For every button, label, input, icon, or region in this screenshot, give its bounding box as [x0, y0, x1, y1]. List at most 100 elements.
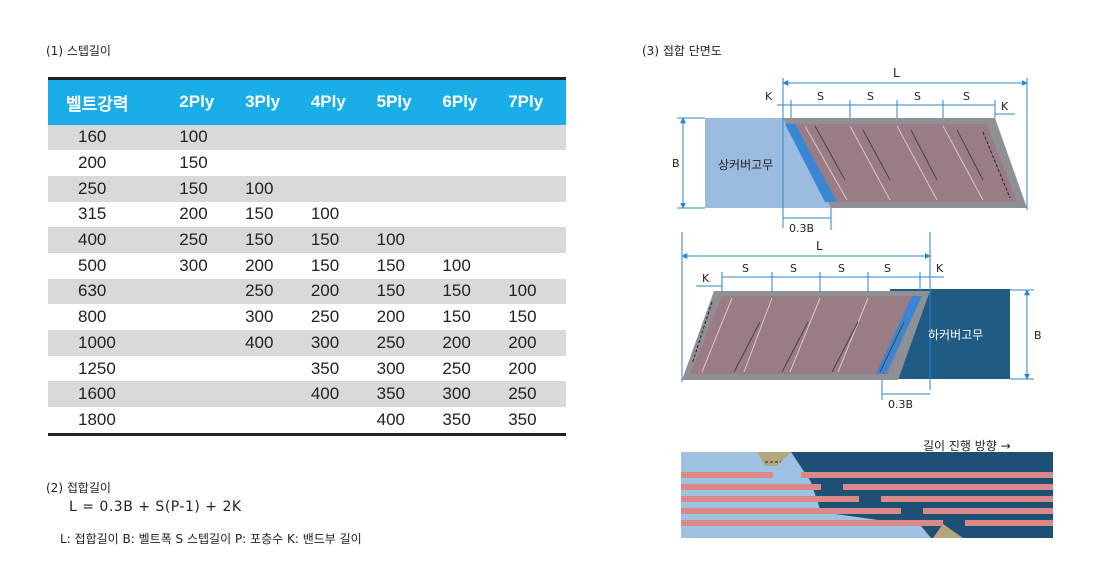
table-cell: 1250: [78, 358, 116, 378]
table-cell: [302, 407, 369, 436]
table-cell: [369, 202, 435, 228]
section2-title: (2) 접합길이: [46, 481, 111, 495]
table-cell: 100: [245, 178, 274, 198]
table-cell: 250: [508, 384, 537, 404]
table-cell: 250: [245, 281, 274, 301]
table-cell: 100: [508, 281, 537, 301]
table-cell: 160: [78, 127, 107, 147]
table-cell: 1800: [48, 407, 172, 436]
top-S-label-1: S: [817, 90, 824, 103]
table-cell: 1000: [78, 332, 116, 352]
table-cell: 150: [310, 255, 340, 275]
table-cell: 300: [442, 384, 471, 404]
top-S-label-3: S: [914, 90, 921, 103]
table-cell: 300: [376, 358, 405, 378]
lower-cover-label: 하커버고무: [928, 328, 983, 342]
table-cell: [237, 407, 303, 436]
step-lines: [804, 125, 984, 201]
table-cell: [303, 150, 369, 176]
table-cell: [434, 125, 500, 151]
direction-label: 길이 진행 방향 →: [923, 439, 1011, 453]
table-cell: [171, 279, 237, 305]
table-cell: 150: [376, 281, 405, 301]
table-cell: 350: [500, 407, 566, 436]
table-cell: 350: [376, 384, 405, 404]
table-cell: 200: [376, 307, 405, 327]
table-cell: [500, 125, 566, 151]
table-cell: [171, 407, 238, 436]
table-cell: 400: [245, 332, 274, 352]
ply-body: [791, 124, 1017, 202]
table-cell: 315: [78, 204, 107, 224]
table-cell: 350: [310, 358, 340, 378]
lower-step-lines: [701, 297, 869, 373]
table-cell: 100: [442, 255, 471, 275]
blue-rubber-strip: [785, 124, 837, 202]
table-cell: [434, 227, 500, 253]
lower-splice-diagram: L S S S S K K B 하커버고무 0.3B: [681, 232, 1042, 411]
table-row: 160 100: [48, 124, 566, 151]
bottom-K-left-label: K: [702, 272, 710, 285]
table-cell: [500, 253, 566, 279]
table-cell: 150: [376, 255, 405, 275]
table-cell: [434, 176, 500, 202]
table-cell: 400: [368, 407, 435, 436]
bottom-S-label-4: S: [884, 262, 891, 275]
table-cell: 1600: [78, 384, 116, 404]
bottom-S-label-3: S: [838, 262, 845, 275]
top-S-label-2: S: [867, 90, 874, 103]
table-header-cell: 3Ply: [237, 77, 303, 125]
table-cell: 250: [310, 307, 340, 327]
table-header-cell: 4Ply: [302, 77, 369, 125]
bottom-S-label-1: S: [742, 262, 749, 275]
section3-title: (3) 접합 단면도: [642, 44, 722, 58]
formula-legend: L: 접합길이 B: 벨트폭 S 스텝길이 P: 포층수 K: 밴드부 길이: [60, 532, 362, 546]
bottom-K-right-label: K: [936, 262, 944, 275]
table-cell: 300: [245, 307, 274, 327]
table-header-cell: 5Ply: [368, 77, 435, 125]
table-cell: 200: [508, 332, 537, 352]
table-cell: 150: [442, 307, 471, 327]
table-cell: [237, 125, 303, 151]
table-cell: [369, 176, 435, 202]
table-cell: [237, 356, 303, 382]
bottom-L-label: L: [816, 239, 823, 253]
table-cell: 150: [179, 153, 208, 173]
table-cell: [434, 202, 500, 228]
top-K-left-label: K: [765, 90, 773, 103]
table-cell: 250: [442, 358, 471, 378]
table-cell: 200: [245, 255, 274, 275]
table-cell: 300: [310, 332, 340, 352]
table-cell: 800: [78, 307, 107, 327]
table-cell: [369, 150, 435, 176]
table-cell: 150: [245, 204, 274, 224]
lower-inner-step-lines: [733, 321, 905, 373]
table-cell: 200: [179, 204, 208, 224]
table-header-cell: 2Ply: [171, 77, 238, 125]
section1-title: (1) 스텝길이: [46, 44, 111, 58]
table-header-cell: 벨트강력: [48, 77, 172, 125]
table-cell: [303, 125, 369, 151]
table-cell: 350: [434, 407, 501, 436]
table-cell: [434, 150, 500, 176]
table-cell: 100: [376, 230, 405, 250]
table-header-cell: 6Ply: [434, 77, 501, 125]
table-cell: [500, 202, 566, 228]
table-cell: [369, 125, 435, 151]
table-cell: 300: [179, 255, 208, 275]
table-cell: 100: [179, 127, 208, 147]
splice-length-formula: L = 0.3B + S(P-1) + 2K: [69, 499, 242, 515]
table-cell: [237, 381, 303, 407]
top-K-right-label: K: [1001, 100, 1009, 113]
table-header-cell: 7Ply: [500, 77, 566, 125]
table-cell: 200: [310, 281, 340, 301]
